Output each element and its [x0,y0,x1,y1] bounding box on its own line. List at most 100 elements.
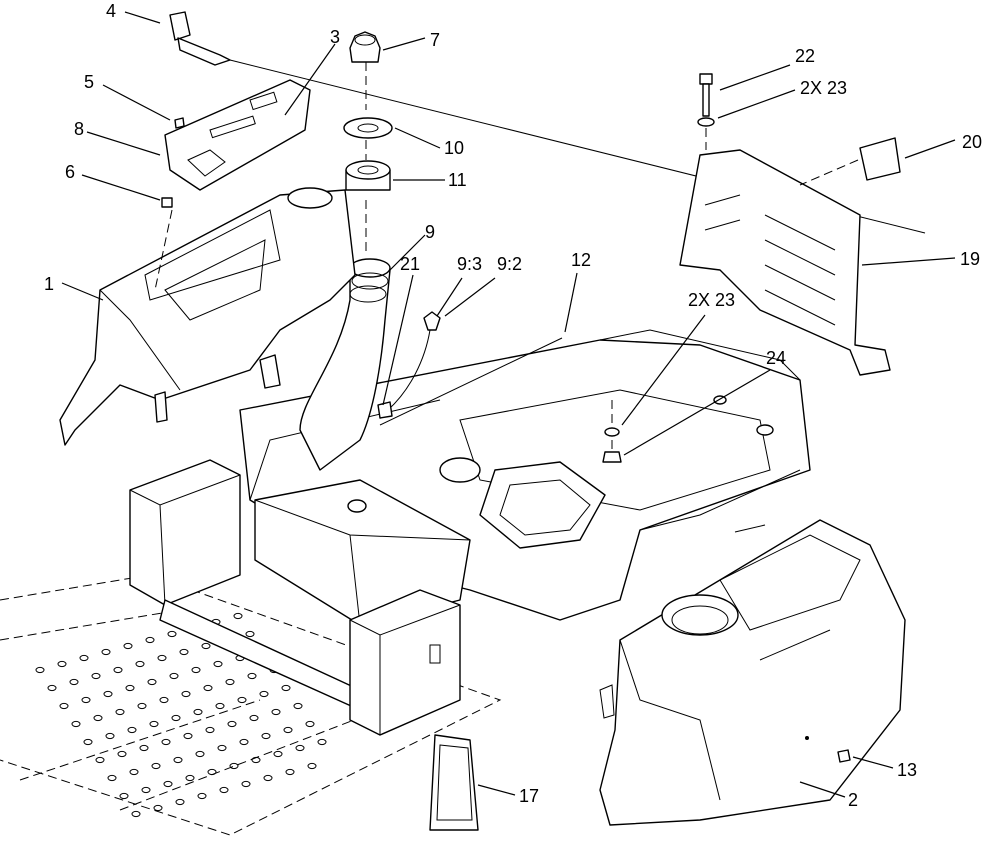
callout-12: 10 [444,138,464,158]
fuel-sender [377,311,441,419]
floor-hole [141,786,151,794]
floor-hole [193,708,203,716]
floor-hole [179,648,189,656]
floor-hole [145,636,155,644]
floor-hole [281,684,291,692]
callout-2x23-frame: 2X 23 [688,290,735,310]
callout-labels: 4 5 8 6 1 3 7 10 11 9 21 9:3 9:2 12 22 2… [44,1,982,810]
floor-hole [247,672,257,680]
floor-hole [295,744,305,752]
floor-hole [117,750,127,758]
battery-box [254,479,471,626]
callout-20: 19 [960,249,980,269]
floor-hole [233,612,243,620]
floor-hole [225,678,235,686]
callout-1: 1 [44,274,54,294]
floor-hole [181,690,191,698]
screw-10 [837,749,851,763]
floor-hole [147,678,157,686]
floor-hole [271,708,281,716]
floor-hole [229,762,239,770]
washer-12 [343,117,393,139]
callout-21: 20 [962,132,982,152]
grommet-6 [161,197,173,208]
callout-9-3: 9:3 [457,254,482,274]
floor-hole [305,720,315,728]
callout-7: 7 [430,30,440,50]
control-panel [164,79,311,191]
floor-hole [207,768,217,776]
decal-21 [859,137,901,181]
callout-8: 8 [74,119,84,139]
floor-hole [47,684,57,692]
grommet-13 [345,160,391,191]
floor-hole [263,774,273,782]
floor-hole [131,810,141,818]
floor-hole [139,744,149,752]
floor-hole [175,798,185,806]
floor-hole [91,672,101,680]
floor-hole [213,660,223,668]
floor-hole [167,630,177,638]
callout-6: 6 [65,162,75,182]
floor-hole [245,630,255,638]
floor-hole [79,654,89,662]
clip-5 [174,117,185,129]
floor-hole [127,726,137,734]
floor-hole [219,786,229,794]
floor-hole [101,648,111,656]
floor-hole [283,726,293,734]
callout-17: 12 [571,250,591,270]
callout-4: 4 [106,1,116,21]
callout-2x23-top: 2X 23 [800,78,847,98]
rear-brackets [129,459,461,736]
floor-hole [169,672,179,680]
floor-hole [237,696,247,704]
floor-hole [217,744,227,752]
floor-hole [249,714,259,722]
floor-hole [153,804,163,812]
floor-hole [95,756,105,764]
floor-hole [317,738,327,746]
floor-hole [251,756,261,764]
floor-hole [159,696,169,704]
floor-hole [123,642,133,650]
floor-hole [137,702,147,710]
washer-23-frame [604,427,620,437]
floor-hole [183,732,193,740]
floor-hole [197,792,207,800]
floor-hole [151,762,161,770]
fuel-cap [349,31,381,63]
floor-hole [163,780,173,788]
floor-hole [173,756,183,764]
floor-hole [59,702,69,710]
floor-hole [203,684,213,692]
nut-24 [602,451,622,463]
floor-hole [107,774,117,782]
floor-hole [191,666,201,674]
floor-hole [215,702,225,710]
callout-22: 22 [795,46,815,66]
floor-hole [171,714,181,722]
floor-hole [83,738,93,746]
floor-hole [205,726,215,734]
floor-hole [239,738,249,746]
decal-leader-dash [799,159,859,186]
floor-hole [261,732,271,740]
callout-19: 21 [400,254,420,274]
callout-24: 24 [766,348,786,368]
floor-hole [69,678,79,686]
shield-bracket [679,149,891,376]
floor-hole [93,714,103,722]
floor-hole [185,774,195,782]
floor-hole [103,690,113,698]
callout-10: 13 [897,760,917,780]
callout-9: 9 [425,222,435,242]
floor-hole [241,780,251,788]
floor-hole [149,720,159,728]
floor-hole [293,702,303,710]
floor-hole [57,660,67,668]
floor-hole [113,666,123,674]
floor-hole [307,762,317,770]
